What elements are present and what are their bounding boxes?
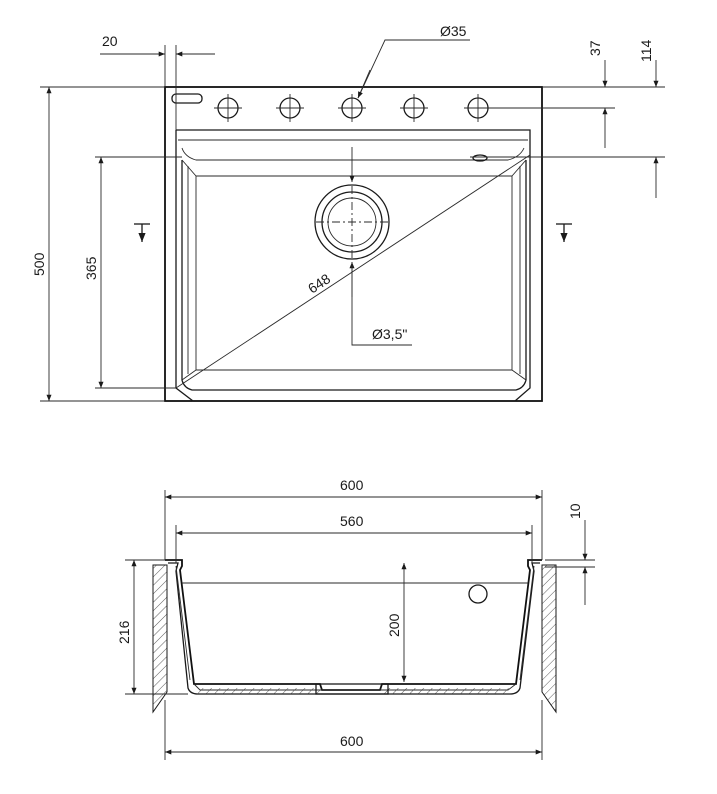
- bowl-floor: [195, 175, 513, 371]
- total-height-label: 216: [116, 620, 132, 644]
- bowl-width-label: 560: [340, 513, 364, 529]
- bowl-height-label: 200: [386, 613, 402, 637]
- bowl-front-distance-label: 114: [638, 39, 654, 62]
- diagonal-label: 648: [305, 270, 333, 296]
- tap-hole-offset-label: 20: [102, 33, 118, 49]
- top-view: 648 Ø3,5" Ø35 20 500 365: [31, 23, 665, 402]
- section-marker-left: [134, 223, 150, 242]
- overall-width-bottom-label: 600: [340, 733, 364, 749]
- overflow-hole-section-icon: [468, 584, 488, 604]
- tap-hole-icon: [214, 94, 242, 122]
- tap-hole-icon: [276, 94, 304, 122]
- overall-depth-label: 500: [31, 252, 47, 276]
- sink-section-outer: [165, 559, 542, 691]
- rim-thickness-label: 10: [567, 503, 583, 519]
- countertop-left: [152, 564, 168, 714]
- tap-hole-diameter-label: Ø35: [440, 23, 467, 39]
- tap-hole-icon: [338, 94, 366, 122]
- diagonal-dimension-line: [175, 154, 531, 389]
- tap-row-distance-label: 37: [587, 40, 603, 56]
- sink-outline: [164, 86, 543, 402]
- bowl-inner-edge: [181, 160, 527, 391]
- tap-holes: [214, 94, 492, 122]
- section-view: 600 560 10 216 200 600: [116, 477, 595, 760]
- bowl-outer-edge: [175, 129, 531, 402]
- overall-width-top-label: 600: [340, 477, 364, 493]
- drain-size-label: Ø3,5": [372, 326, 407, 342]
- bowl-depth-label: 365: [83, 256, 99, 280]
- drain-icon: [314, 184, 390, 260]
- tap-hole-icon: [400, 94, 428, 122]
- drain-outlet: [315, 683, 389, 695]
- countertop-right: [541, 564, 557, 714]
- bowl-floor-section: [198, 688, 510, 694]
- overflow-hole-icon: [472, 154, 488, 162]
- overflow-plate: [171, 93, 203, 104]
- section-marker-right: [556, 223, 572, 242]
